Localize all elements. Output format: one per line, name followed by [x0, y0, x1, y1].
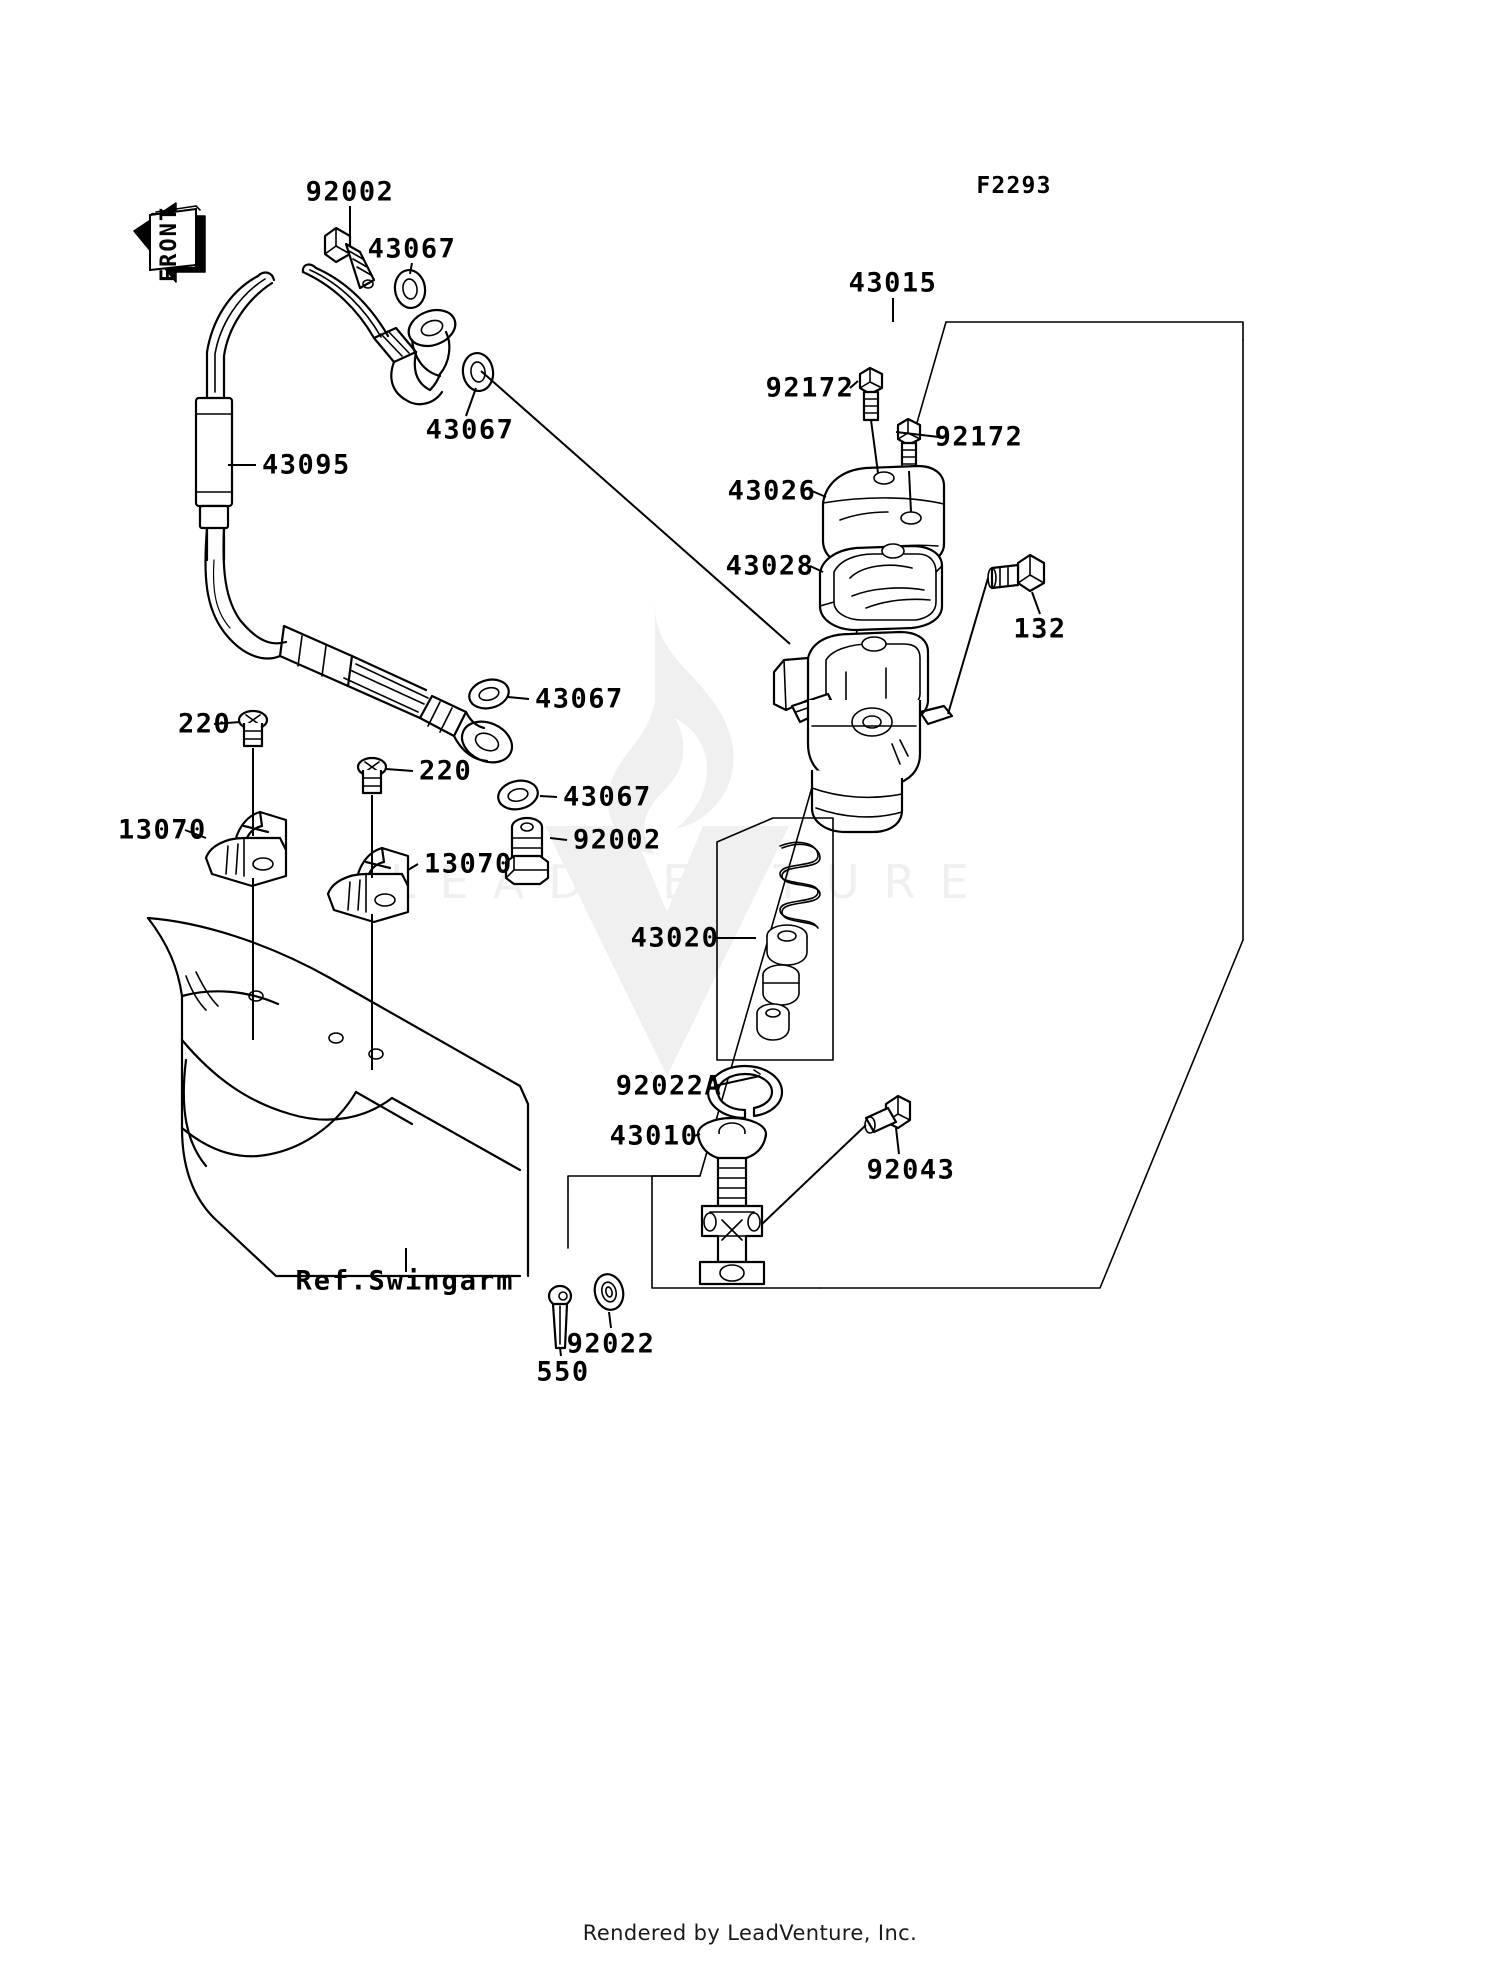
part-43020-piston-kit: [716, 817, 834, 1061]
svg-text:FRONT: FRONT: [157, 206, 182, 282]
callout-220-screw-a: 220: [178, 708, 232, 740]
ref-swingarm-outline: [146, 916, 530, 1278]
part-13070-clamp-b: [326, 846, 410, 924]
callout-43010-push-rod: 43010: [609, 1120, 699, 1152]
part-92022-washer: [593, 1273, 625, 1311]
callout-43067-washer-c: 43067: [535, 683, 624, 715]
part-master-cylinder-body: [772, 630, 954, 834]
part-43095-brake-hose: [194, 263, 457, 660]
footer-attribution: Rendered by LeadVenture, Inc.: [582, 1921, 918, 1945]
callout-43067-washer-a: 43067: [367, 233, 457, 265]
callout-92172-bolt-a: 92172: [765, 372, 855, 404]
leader-lines: [184, 206, 1041, 1357]
part-43010-push-rod: [696, 1116, 768, 1286]
callout-43015-master-cylinder-assy: 43015: [848, 267, 938, 299]
callout-220-screw-b: 220: [419, 755, 473, 787]
part-92022A-circlip: [706, 1064, 784, 1120]
callout-43028-diaphragm: 43028: [725, 550, 815, 582]
part-43067-washers: [393, 268, 539, 811]
part-220-screw-a: [237, 709, 269, 748]
callout-43067-washer-d: 43067: [563, 781, 652, 813]
callout-92022A-circlip: 92022A: [615, 1070, 723, 1102]
callout-92172-bolt-b: 92172: [934, 421, 1024, 453]
part-92002-banjo-bolt-lower: [504, 816, 550, 886]
callout-92022-washer: 92022: [566, 1328, 656, 1360]
ref-swingarm-label: Ref.Swingarm: [295, 1265, 515, 1297]
part-13070-clamp-a: [204, 810, 288, 888]
part-132-bolt: [987, 553, 1046, 593]
part-92172-bolt-a: [858, 366, 884, 422]
part-220-screw-b: [356, 756, 388, 795]
front-arrow-icon: FRONT: [133, 202, 206, 283]
callout-43067-washer-b: 43067: [425, 414, 515, 446]
part-43026-reservoir-cap: [821, 464, 946, 570]
part-43095-lower-hose: [278, 624, 514, 764]
part-92002-banjo-bolt-upper: [323, 226, 376, 290]
callout-132-bolt: 132: [1013, 613, 1067, 645]
part-92172-bolt-b: [896, 417, 922, 473]
callout-43026-cap: 43026: [727, 475, 817, 507]
watermark-logo: [545, 600, 789, 1076]
callout-13070-clamp-a: 13070: [118, 814, 207, 846]
callout-92043-pin: 92043: [866, 1154, 956, 1186]
callout-92002-banjo-bolt-upper: 92002: [305, 176, 395, 208]
callout-43020-piston-kit: 43020: [630, 922, 720, 954]
callout-92002-banjo-bolt-lower: 92002: [573, 824, 662, 856]
callout-43095-brake-hose: 43095: [262, 449, 351, 481]
part-550-cotter-pin: [547, 1284, 573, 1350]
callout-13070-clamp-b: 13070: [424, 848, 513, 880]
part-92043-pin: [864, 1094, 912, 1134]
part-43028-diaphragm: [818, 543, 944, 632]
callout-550-cotter-pin: 550: [536, 1356, 590, 1388]
diagram-code: F2293: [976, 173, 1052, 199]
